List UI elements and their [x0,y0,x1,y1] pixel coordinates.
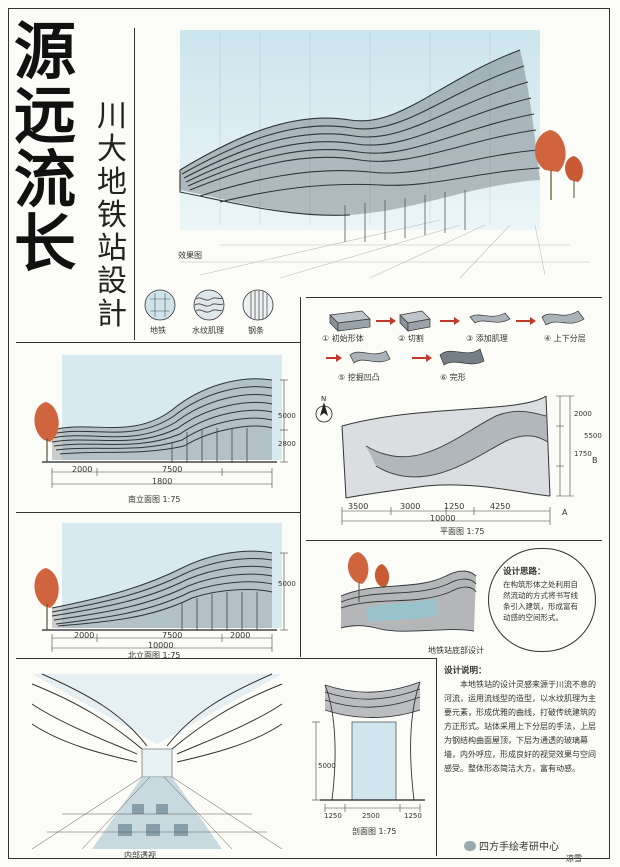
process-step: ① 初始形体 [322,334,364,343]
dimension-label: 2000 [574,410,592,418]
subtitle-char: 站 [97,231,127,266]
section-marker: B [592,456,598,465]
subtitle-char: 設 [97,264,127,299]
wechat-icon [464,841,476,851]
title-char: 流 [14,143,77,216]
north-elevation-caption: 北立面图 1:75 [128,651,181,660]
svg-text:N: N [321,395,326,403]
panel-rule [300,297,301,657]
signature: 凉雪 [566,854,582,863]
dimension-label: 4250 [490,502,511,511]
subtitle-char: 計 [97,297,127,332]
dimension-label: 5000 [278,412,296,420]
dimension-label: 10000 [430,514,456,523]
concept-bubble: 设计思路： 在构筑形体之处利用自然流动的方式将书写线条引入建筑，形成富有动感的空… [488,548,596,652]
interior-caption: 内部透视 [124,851,156,860]
perspective-caption: 效果图 [178,251,202,260]
south-elevation-drawing [34,355,288,488]
panel-rule [16,342,301,343]
process-step: ④ 上下分层 [544,334,586,343]
panel-rule [436,658,437,856]
tree-icon [534,130,583,200]
process-diagram [326,310,585,366]
interior-perspective-drawing [31,673,283,850]
section-caption: 剖面图 1:75 [352,827,397,836]
process-step: ⑤ 挖掘凹凸 [338,373,380,382]
north-arrow-icon: N [315,395,333,423]
title-char: 长 [14,207,77,280]
dimension-label: 1800 [152,477,173,486]
dimension-label: 3500 [348,502,369,511]
main-title: 源 远 流 长 [14,20,84,276]
subtitle-char: 川 [97,99,127,134]
explanation-heading: 设计说明： [444,666,487,676]
perspective-drawing [179,30,590,279]
south-elevation-caption: 南立面图 1:75 [128,495,181,504]
dimension-label: 7500 [162,631,183,640]
subtitle-char: 铁 [97,198,127,233]
dimension-label: 1250 [404,812,422,820]
tree-icon [347,552,390,602]
dimension-label: 7500 [162,465,183,474]
process-frame-top [306,297,602,298]
tree-icon [34,568,59,630]
explanation-body: 本地铁站的设计灵感来源于川流不息的河流，运用流线型的造型，以水纹肌理为主要元素，… [444,680,596,773]
dimension-label: 2000 [72,465,93,474]
tree-icon [34,402,59,462]
watermark: 四方手绘考研中心 [464,838,559,853]
dimension-label: 1750 [574,450,592,458]
dimension-label: 2500 [362,812,380,820]
process-step: ⑥ 完形 [440,373,466,382]
panel-rule [306,540,602,541]
material-label: 地铁 [150,326,166,335]
dimension-label: 1250 [444,502,465,511]
dimension-label: 2000 [74,631,95,640]
concept-heading: 设计思路： [503,567,546,577]
concept-body: 在构筑形体之处利用自然流动的方式将书写线条引入建筑，形成富有动感的空间形式。 [503,580,578,622]
title-char: 源 [14,15,77,88]
panel-rule [16,658,436,659]
dimension-label: 5000 [318,762,336,770]
dimension-label: 5500 [584,432,602,440]
dimension-label: 2800 [278,440,296,448]
design-explanation: 设计说明： 本地铁站的设计灵感来源于川流不息的河流，运用流线型的造型，以水纹肌理… [444,664,602,836]
north-elevation-drawing [34,523,288,652]
sheet-border [8,8,610,859]
dimension-label: 10000 [148,641,174,650]
title-char: 远 [14,79,77,152]
section-drawing [312,681,425,812]
title-divider [134,28,135,340]
plan-drawing: N [315,395,574,525]
plan-caption: 平面图 1:75 [440,527,485,536]
subtitle-char: 地 [97,165,127,200]
dimension-label: 3000 [400,502,421,511]
base-detail-drawing [340,552,477,632]
panel-rule [16,512,301,513]
subtitle-char: 大 [97,132,127,167]
process-step: ③ 添加肌理 [466,334,508,343]
detail-caption: 地铁站底部设计 [428,646,484,655]
dimension-label: 1250 [324,812,342,820]
section-marker: A [562,508,568,517]
dimension-label: 5000 [278,580,296,588]
material-label: 水纹肌理 [192,326,224,335]
subtitle: 川 大 地 铁 站 設 計 [97,100,133,331]
arrow-icon [326,317,536,362]
process-step: ② 切割 [398,334,424,343]
dimension-label: 2000 [230,631,251,640]
material-swatches [144,289,274,321]
material-label: 钢条 [248,326,264,335]
